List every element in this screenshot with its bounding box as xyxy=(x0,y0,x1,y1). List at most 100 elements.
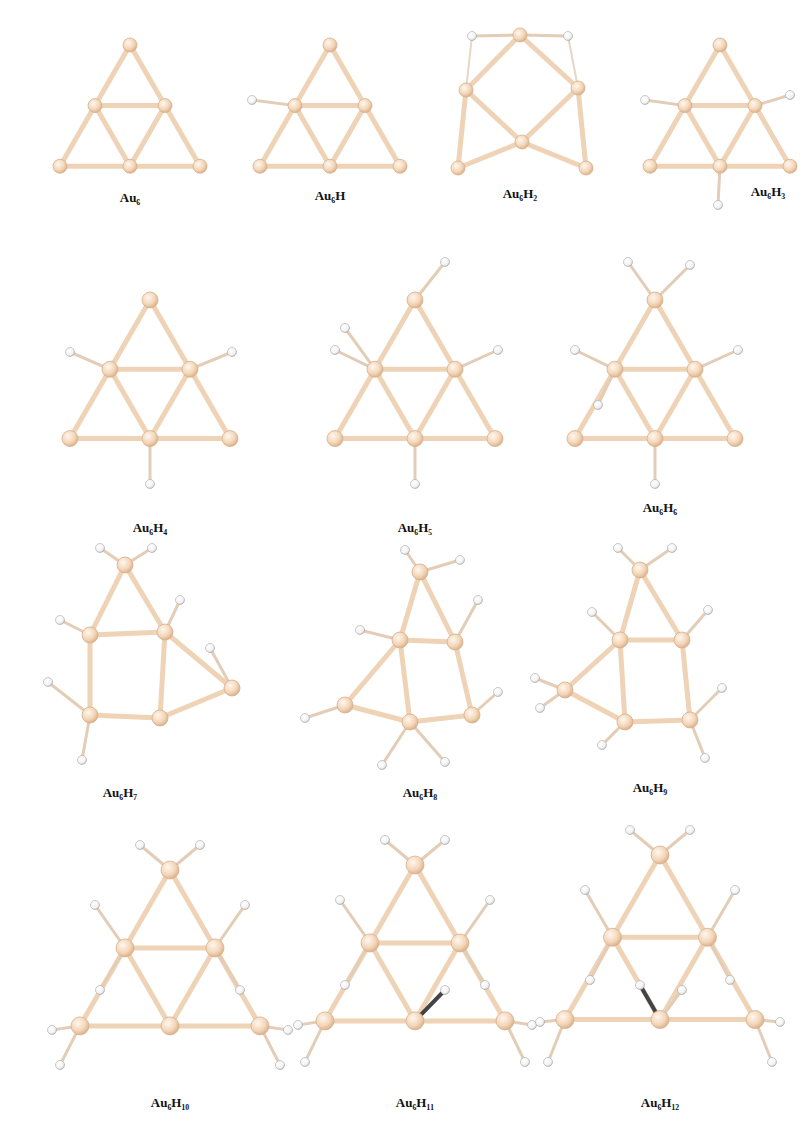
hydrogen-atom xyxy=(301,1058,310,1067)
hydrogen-atom xyxy=(441,758,450,767)
hydrogen-atom xyxy=(701,754,710,763)
gold-atom xyxy=(123,159,137,173)
hydrogen-atom xyxy=(726,976,735,985)
hydrogen-atom xyxy=(626,826,635,835)
cluster-label: Au₆H₈ xyxy=(403,785,438,801)
hydrogen-atom xyxy=(718,684,727,693)
gold-atom xyxy=(406,856,424,874)
gold-atom xyxy=(464,707,480,723)
au-au-bond xyxy=(575,369,615,438)
hydrogen-atom xyxy=(686,826,695,835)
cluster-label: Au₆H₅ xyxy=(398,520,433,536)
gold-atom xyxy=(447,634,463,650)
hydrogen-atom xyxy=(66,348,75,357)
hydrogen-atom xyxy=(91,901,100,910)
au-au-bond xyxy=(375,369,415,438)
gold-atom xyxy=(407,292,423,308)
au-au-bond xyxy=(110,300,150,369)
hydrogen-atom xyxy=(276,1061,285,1070)
cluster-label: Au₆H₇ xyxy=(103,785,138,801)
hydrogen-atom xyxy=(641,96,650,105)
hydrogen-atom xyxy=(176,596,185,605)
au-au-bond xyxy=(620,638,682,643)
hydrogen-atom xyxy=(96,544,105,553)
gold-atom xyxy=(71,1017,89,1035)
au-au-bond xyxy=(455,369,495,438)
au-au-bond xyxy=(80,948,125,1026)
hydrogen-atom xyxy=(228,348,237,357)
hydrogen-atom xyxy=(78,756,87,765)
gold-atom xyxy=(515,135,529,149)
gold-atom xyxy=(407,431,423,447)
au-au-bond xyxy=(95,103,165,108)
au-au-bond xyxy=(295,103,365,108)
au-au-bond xyxy=(375,300,415,369)
au-au-bond xyxy=(415,300,455,369)
hydrogen-atom xyxy=(411,480,420,489)
gold-atom xyxy=(746,1011,764,1029)
hydrogen-atom xyxy=(341,981,350,990)
au-au-bond xyxy=(575,436,655,441)
hydrogen-atom xyxy=(236,986,245,995)
hydrogen-atom xyxy=(614,544,623,553)
gold-atom xyxy=(447,361,463,377)
hydrogen-atom xyxy=(786,91,795,100)
hydrogen-atom xyxy=(481,981,490,990)
hydrogen-atom xyxy=(48,1026,57,1035)
au-au-bond xyxy=(720,106,755,167)
hydrogen-atom xyxy=(284,1026,293,1035)
gold-atom xyxy=(451,161,465,175)
au-au-bond xyxy=(466,90,522,142)
hydrogen-atom xyxy=(241,901,250,910)
au-au-bond xyxy=(410,715,472,722)
gold-atom xyxy=(459,83,473,97)
hydrogen-atom xyxy=(734,346,743,355)
hydrogen-atom xyxy=(56,616,65,625)
gold-atom xyxy=(393,159,407,173)
au-au-bond xyxy=(330,45,365,106)
cluster-label: Au₆H₉ xyxy=(633,780,668,796)
au-au-bond xyxy=(335,436,415,441)
au-au-bond xyxy=(615,367,695,372)
cluster-label: Au₆H₁₀ xyxy=(151,1095,189,1111)
hydrogen-atom xyxy=(731,886,740,895)
au-au-bond xyxy=(60,106,95,167)
au-au-bond xyxy=(660,937,708,1019)
gold-atom xyxy=(604,928,622,946)
gold-atom xyxy=(406,1012,424,1030)
hydrogen-atom xyxy=(474,596,483,605)
au-au-bond xyxy=(330,106,365,167)
au-au-bond xyxy=(125,948,170,1026)
gold-atom xyxy=(337,697,353,713)
au-au-bond xyxy=(415,369,455,438)
gold-atom xyxy=(323,38,337,52)
gold-atom xyxy=(607,361,623,377)
au-au-bond xyxy=(460,943,505,1021)
au-au-bond xyxy=(160,688,232,718)
au-au-bond xyxy=(260,164,330,169)
hydrogen-atom xyxy=(356,626,365,635)
hydrogen-atom xyxy=(586,976,595,985)
au-au-bond xyxy=(295,106,330,167)
au-au-bond xyxy=(615,369,655,438)
au-au-bond xyxy=(685,106,720,167)
gold-atom xyxy=(253,159,267,173)
au-au-bond xyxy=(88,635,93,715)
gold-atom xyxy=(102,361,118,377)
hydrogen-atom xyxy=(776,1018,785,1027)
gold-atom xyxy=(224,680,240,696)
gold-atom xyxy=(713,38,727,52)
cluster-label: Au₆H₄ xyxy=(133,520,168,536)
au-au-bond xyxy=(150,300,190,369)
hydrogen-atom xyxy=(494,688,503,697)
hydrogen-atom xyxy=(494,346,503,355)
au-au-bond xyxy=(565,937,613,1019)
gold-atom xyxy=(116,939,134,957)
gold-atom xyxy=(361,934,379,952)
hydrogen-atom xyxy=(468,32,477,41)
gold-atom xyxy=(571,81,585,95)
hydrogen-atom xyxy=(521,1058,530,1067)
gold-atom xyxy=(651,1011,669,1029)
au-au-bond xyxy=(682,640,690,720)
au-au-bond xyxy=(345,705,410,722)
